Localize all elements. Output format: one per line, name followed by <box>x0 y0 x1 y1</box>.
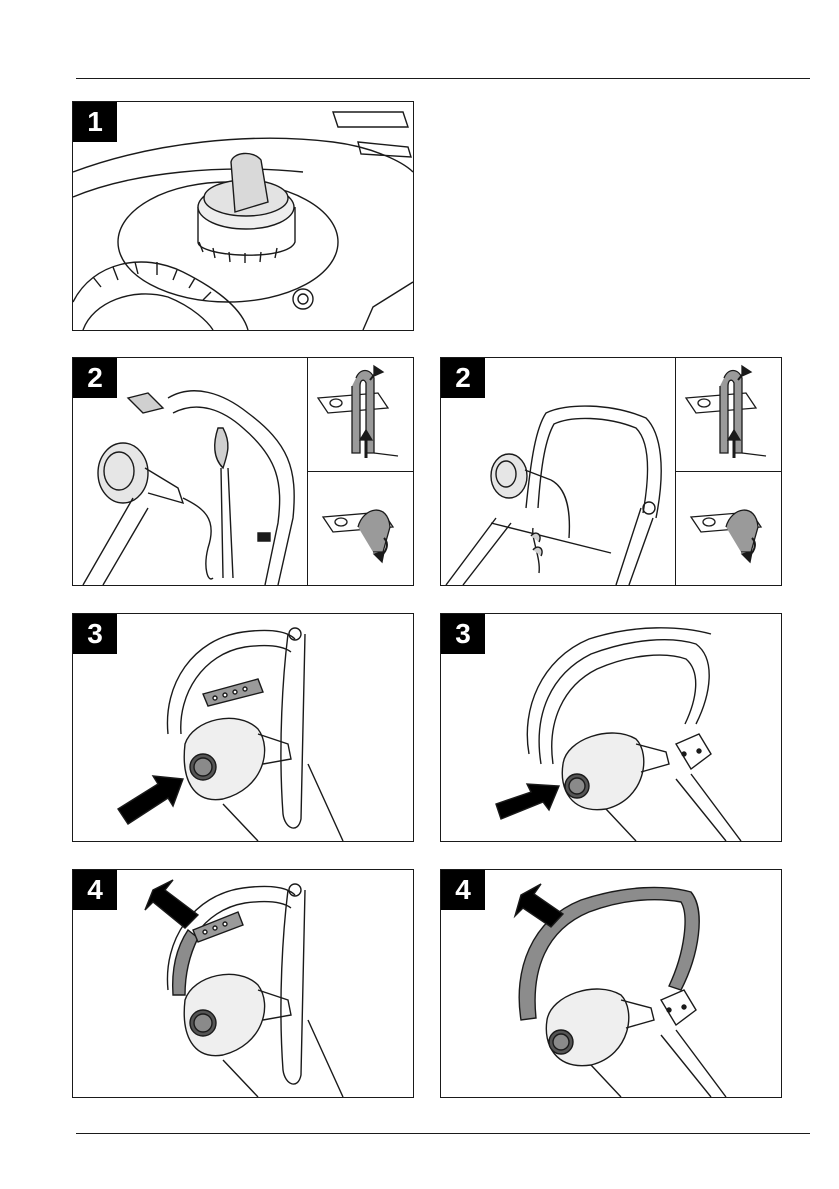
illustration-hook-rotate <box>308 472 414 586</box>
figure-2a-cable-hook: 2 <box>72 357 414 586</box>
inset-panel-2a <box>307 358 414 585</box>
inset-panel-2b <box>675 358 782 585</box>
illustration-hook-rotate-b <box>676 472 782 586</box>
step-badge-4b: 4 <box>441 870 485 910</box>
inset-2a-top <box>308 358 414 471</box>
inset-2a-bottom <box>308 471 414 586</box>
illustration-hook-insert-b <box>676 358 782 471</box>
illustration-fuel-cap <box>73 102 413 330</box>
figure-3a-press-button: 3 <box>72 613 414 842</box>
header-rule <box>76 78 810 79</box>
figure-4a-pull-handle: 4 <box>72 869 414 1098</box>
footer-rule <box>76 1133 810 1134</box>
step-badge-2b: 2 <box>441 358 485 398</box>
step-badge-3b: 3 <box>441 614 485 654</box>
illustration-press-button-b <box>441 614 781 841</box>
figure-3b-press-button: 3 <box>440 613 782 842</box>
step-badge-4a: 4 <box>73 870 117 910</box>
step-badge-2a: 2 <box>73 358 117 398</box>
figure-2b-cable-hook: 2 <box>440 357 782 586</box>
illustration-hook-insert <box>308 358 414 471</box>
inset-2b-bottom <box>676 471 782 586</box>
figure-1-fuel-cap: 1 <box>72 101 414 331</box>
illustration-pull-handle-a <box>73 870 413 1097</box>
illustration-pull-handle-b <box>441 870 781 1097</box>
step-badge-1: 1 <box>73 102 117 142</box>
figure-4b-pull-handle: 4 <box>440 869 782 1098</box>
inset-2b-top <box>676 358 782 471</box>
illustration-press-button-a <box>73 614 413 841</box>
step-badge-3a: 3 <box>73 614 117 654</box>
